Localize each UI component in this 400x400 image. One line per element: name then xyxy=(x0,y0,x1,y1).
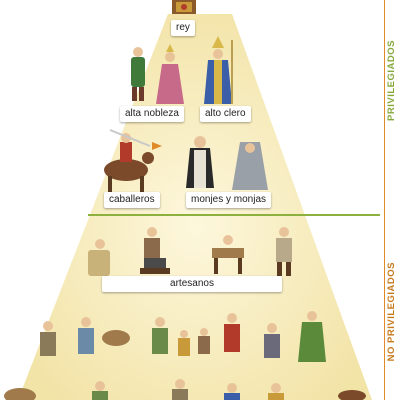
label-privilegiados: PRIVILEGIADOS xyxy=(386,40,397,121)
monk-figure xyxy=(186,136,214,188)
edge-line xyxy=(384,0,385,400)
label-alta-nobleza: alta nobleza xyxy=(120,106,184,122)
noble-woman-figure xyxy=(156,44,184,104)
bishop-figure xyxy=(204,36,233,104)
label-alto-clero: alto clero xyxy=(200,106,251,122)
label-rey: rey xyxy=(171,20,195,36)
carpenter-figure xyxy=(212,235,244,274)
peasant-figures-row xyxy=(40,311,326,362)
label-caballeros: caballeros xyxy=(104,192,160,208)
noble-man-figure xyxy=(131,47,145,101)
throne-icon xyxy=(172,0,196,14)
weaver-artisan-figure xyxy=(88,239,110,276)
nun-figure xyxy=(232,142,268,190)
label-monjes-y-monjas: monjes y monjas xyxy=(186,192,272,208)
knight-on-horse-figure xyxy=(104,129,162,192)
label-artesanos: artesanos xyxy=(102,276,282,292)
craftsman-figure xyxy=(276,227,292,276)
peasant-figures-bottom-row xyxy=(4,379,366,400)
label-no-privilegiados: NO PRIVILEGIADOS xyxy=(386,262,397,362)
blacksmith-figure xyxy=(140,227,170,274)
